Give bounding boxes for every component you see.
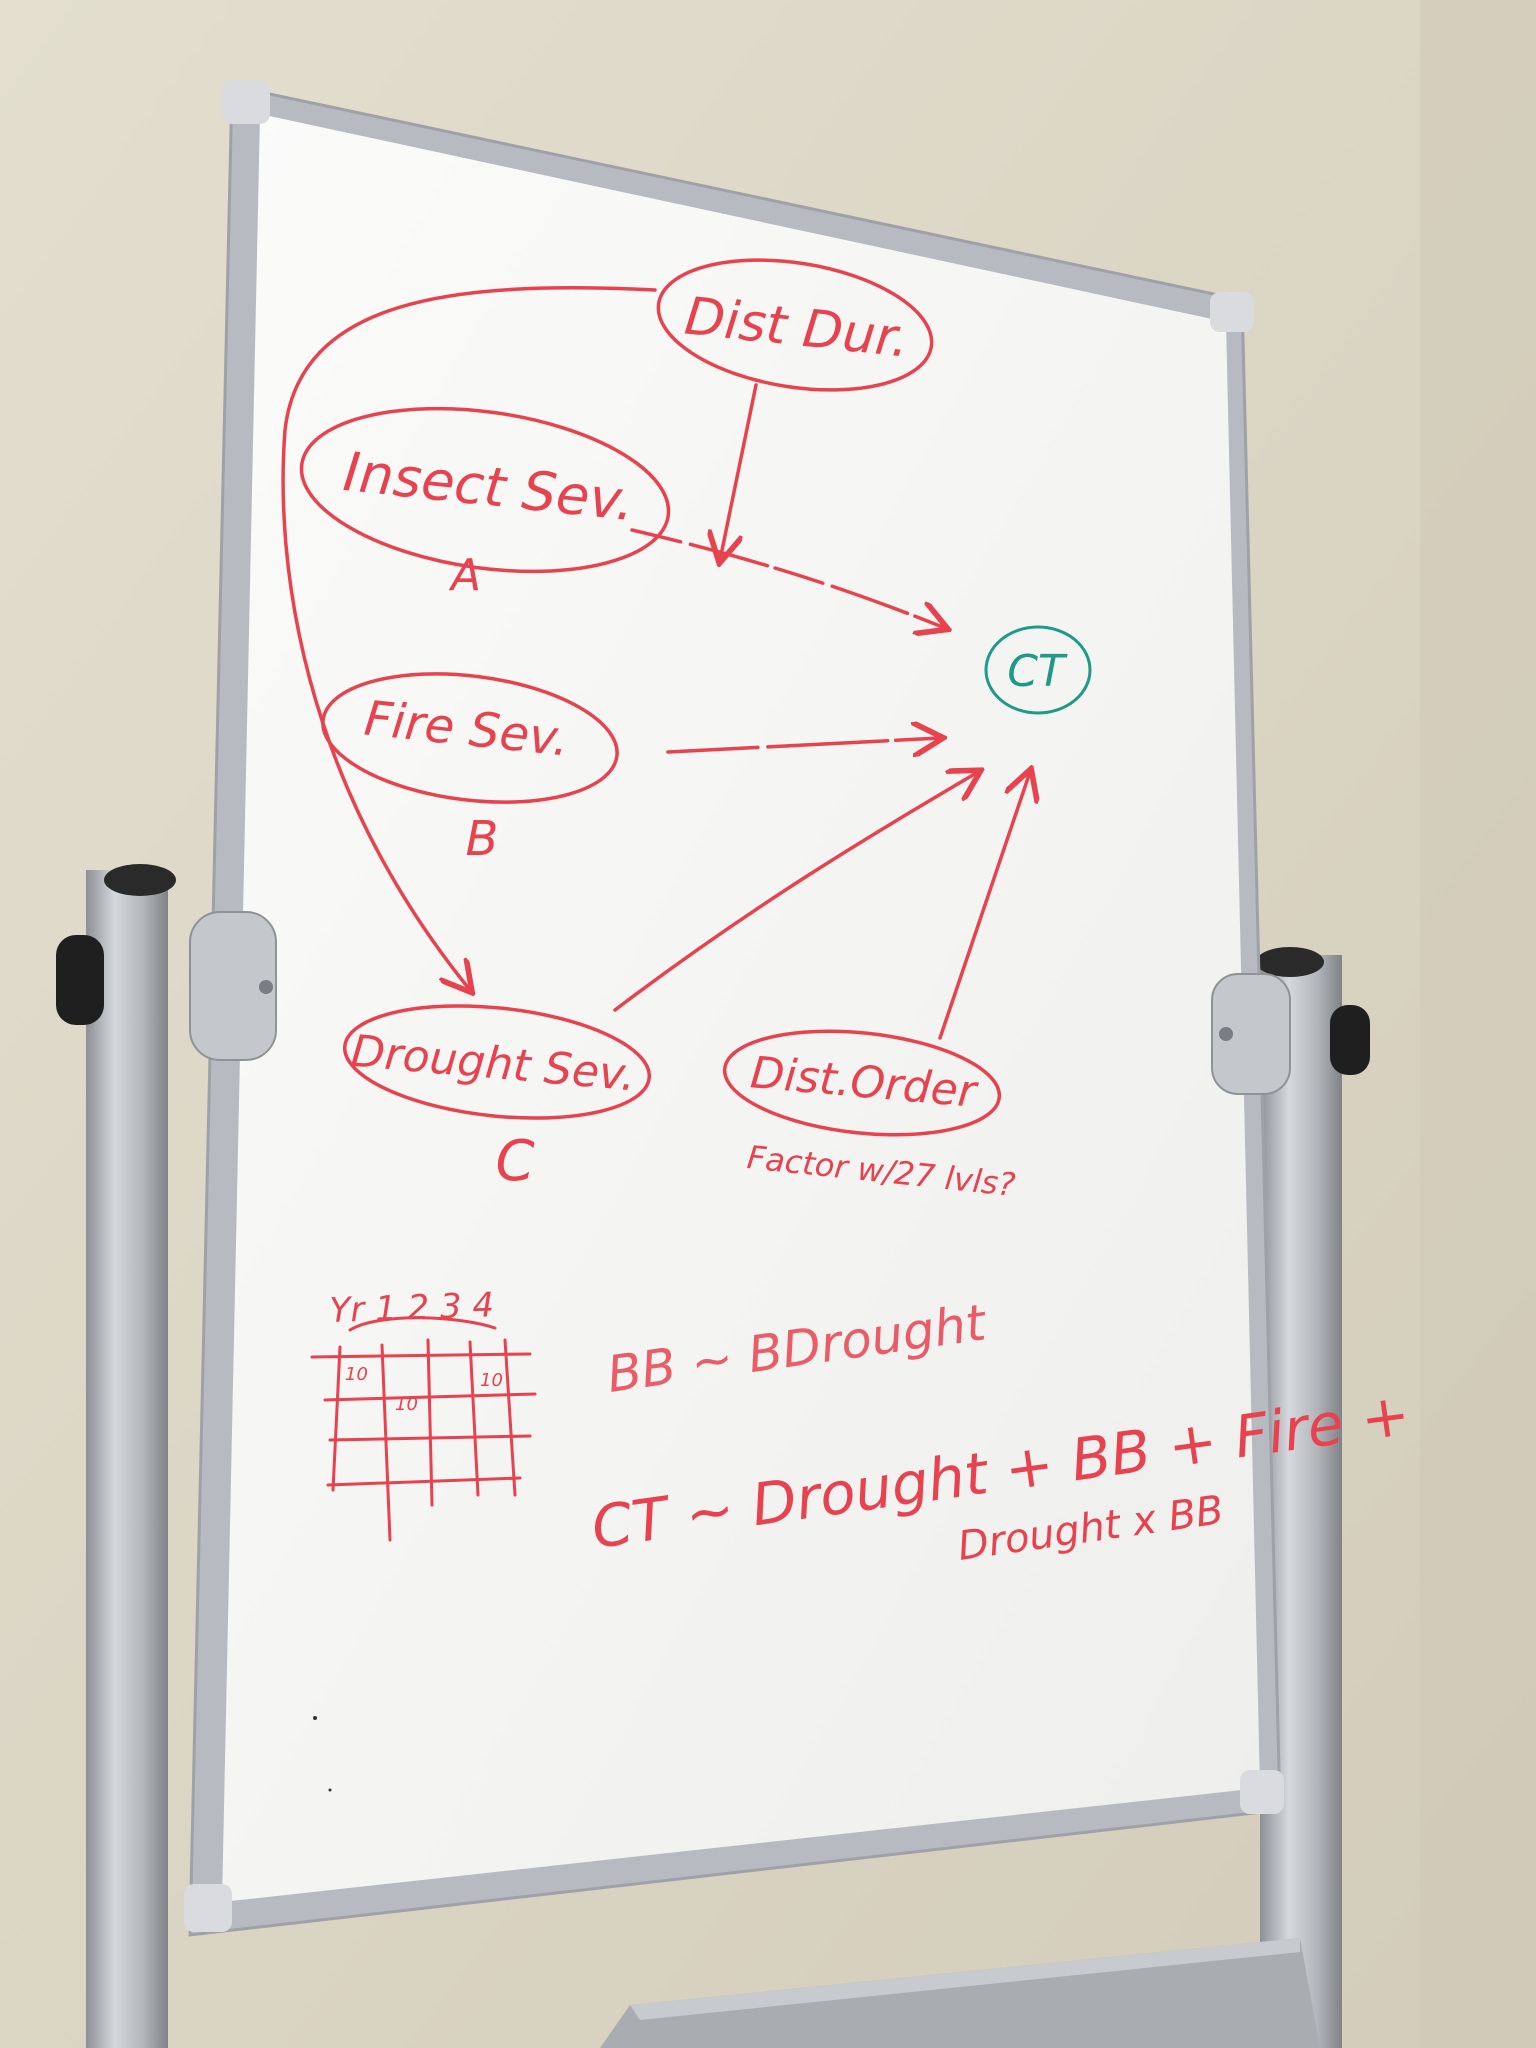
whiteboard-surface xyxy=(222,114,1260,1902)
board-speck xyxy=(313,1716,317,1720)
edge-dist-dur-to-insect-edge xyxy=(720,383,758,560)
right-tension-knob xyxy=(1330,1005,1370,1075)
right-pole-cap xyxy=(1256,947,1324,977)
left-board-clamp xyxy=(189,911,277,1061)
node-dist-order xyxy=(722,1029,1002,1137)
edge-insect-to-ct xyxy=(630,528,945,628)
grid-cell-1: 10 xyxy=(345,1364,368,1385)
node-drought-sev xyxy=(342,1004,652,1120)
edge-dist-dur-to-drought xyxy=(281,286,657,990)
node-dist-dur xyxy=(656,258,934,392)
left-stand-pole xyxy=(86,870,168,2048)
left-tension-knob xyxy=(56,935,104,1025)
frame-corner-bottom-right xyxy=(1240,1770,1284,1814)
frame-corner-top-right xyxy=(1210,292,1254,332)
grid-cell-2: 10 xyxy=(395,1394,418,1415)
node-sublabel-insect-a: A xyxy=(448,550,481,601)
board-speck xyxy=(328,1788,332,1792)
frame-corner-top-left xyxy=(222,80,270,124)
wall-corner-shadow xyxy=(1420,0,1536,2048)
frame-corner-bottom-left xyxy=(184,1884,232,1932)
node-sublabel-fire-b: B xyxy=(466,811,499,867)
grid-header: Yr 1 2 3 4 xyxy=(329,1285,495,1331)
causal-diagram xyxy=(281,258,1030,1137)
edge-dist-order-to-ct xyxy=(938,772,1030,1040)
edge-drought-to-ct xyxy=(613,772,978,1012)
node-insect-sev xyxy=(299,406,671,574)
node-sublabel-drought-c: C xyxy=(495,1129,534,1194)
left-pole-cap xyxy=(104,864,176,896)
edge-fire-to-ct xyxy=(666,738,940,752)
node-ct xyxy=(984,625,1092,715)
node-label-ct: CT xyxy=(1007,646,1068,697)
grid-sketch xyxy=(310,1316,537,1542)
stand-crossbar-top xyxy=(630,1938,1300,2020)
right-board-clamp xyxy=(1211,973,1291,1095)
grid-cell-3: 10 xyxy=(480,1370,503,1391)
